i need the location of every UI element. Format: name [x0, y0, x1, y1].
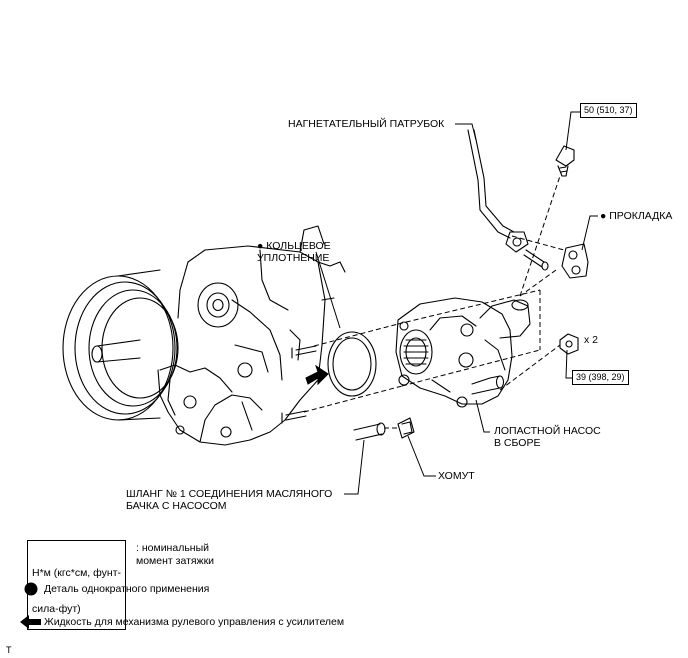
- fluid-arrow-icon: [20, 615, 41, 629]
- vane-pump-assembly: [395, 297, 531, 408]
- assembly-guide-lines: [303, 175, 565, 429]
- gasket: [561, 243, 589, 279]
- leader-lines: [315, 111, 598, 495]
- gasket-label: ● ПРОКЛАДКА: [600, 210, 673, 222]
- torque-units-box: Н*м (кгс*см, фунт- сила-фут): [27, 540, 127, 630]
- union-bolt: [555, 145, 575, 177]
- mounting-bolt: [559, 333, 579, 355]
- oil-reservoir-hose: [353, 422, 386, 441]
- pressure-port-label: НАГНЕТАТЕЛЬНЫЙ ПАТРУБОК: [288, 118, 445, 130]
- bolt-count-label: x 2: [584, 334, 599, 346]
- crank-pulley: [62, 269, 179, 421]
- torque-spec-top: 50 (510, 37): [580, 103, 637, 118]
- corner-mark: T: [6, 645, 12, 655]
- torque-desc-line1: : номинальный: [136, 542, 210, 554]
- engine-block: [157, 225, 346, 446]
- clamp-label: ХОМУТ: [438, 470, 475, 482]
- o-ring-label-line2: УПЛОТНЕНИЕ: [257, 252, 330, 264]
- vane-pump-label-line1: ЛОПАСТНОЙ НАСОС: [494, 425, 601, 437]
- torque-desc-line2: момент затяжки: [136, 555, 215, 567]
- torque-units-line2: сила-фут): [32, 603, 81, 615]
- o-ring-label-line1: ● КОЛЬЦЕВОЕ: [257, 240, 331, 252]
- pressure-tube: [467, 129, 549, 271]
- fluid-legend-text: Жидкость для механизма рулевого управлен…: [44, 616, 345, 628]
- torque-spec-right: 39 (398, 29): [572, 370, 629, 385]
- hose-label-line1: ШЛАНГ № 1 СОЕДИНЕНИЯ МАСЛЯНОГО: [126, 488, 333, 500]
- hose-label-line2: БАЧКА С НАСОСОМ: [126, 500, 227, 512]
- non-reusable-part-icon: [24, 582, 38, 596]
- vane-pump-label-line2: В СБОРЕ: [494, 437, 541, 449]
- torque-units-line1: Н*м (кгс*см, фунт-: [32, 567, 122, 579]
- fluid-direction-arrow: [305, 364, 329, 386]
- non-reusable-legend-text: Деталь однократного применения: [44, 583, 210, 595]
- clamp: [397, 417, 415, 439]
- o-ring: [327, 331, 377, 397]
